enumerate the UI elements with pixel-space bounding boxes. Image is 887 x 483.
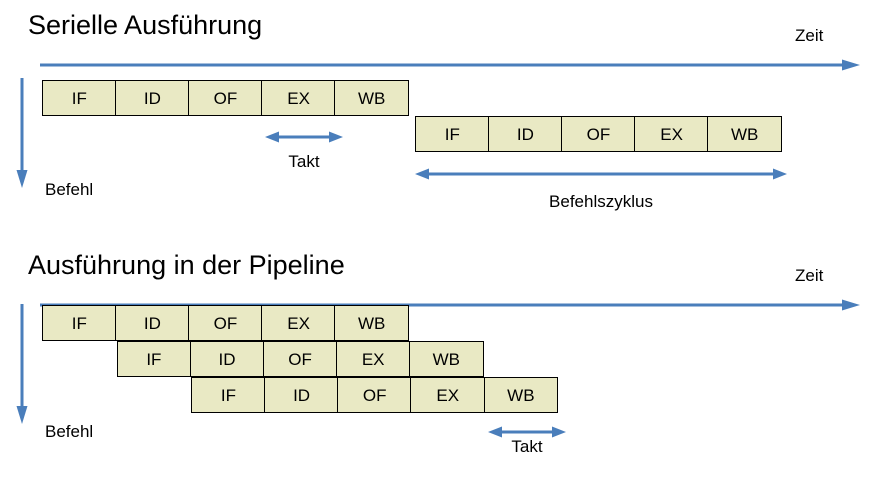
stage-box[interactable]: IF — [415, 116, 490, 152]
stage-box[interactable]: WB — [483, 377, 559, 413]
page-title-pipeline: Ausführung in der Pipeline — [28, 250, 345, 280]
section-ausfuehrung-in-der-pipeline: Ausführung in der Pipeline Zeit Befehl I… — [0, 240, 887, 483]
stage-box[interactable]: OF — [188, 80, 263, 116]
stage-box[interactable]: WB — [334, 80, 409, 116]
stage-box[interactable]: WB — [334, 305, 409, 341]
stage-box[interactable]: ID — [115, 305, 190, 341]
stage-box[interactable]: ID — [264, 377, 339, 413]
instruction-row: IF ID OF EX WB — [415, 116, 782, 152]
instruction-row: IF ID OF EX WB — [42, 305, 409, 341]
section-serielle-ausfuehrung: Serielle Ausführung Zeit Befehl IF ID OF… — [0, 0, 887, 240]
stage-box[interactable]: EX — [261, 305, 336, 341]
takt-measure-arrow-serial — [265, 130, 343, 144]
stage-box[interactable]: WB — [408, 341, 484, 377]
stage-box[interactable]: EX — [261, 80, 336, 116]
stage-box[interactable]: ID — [115, 80, 190, 116]
instruction-row: IF ID OF EX WB — [42, 80, 409, 116]
stage-box[interactable]: IF — [42, 305, 117, 341]
befehlszyklus-measure-label: Befehlszyklus — [549, 192, 653, 211]
stage-box[interactable]: IF — [191, 377, 266, 413]
takt-measure-arrow-pipeline — [488, 425, 566, 439]
instruction-row: IF ID OF EX WB — [116, 341, 484, 377]
takt-measure-label-pipeline: Takt — [511, 437, 543, 456]
befehl-axis-arrow-serial — [14, 78, 30, 188]
stage-box[interactable]: EX — [634, 116, 709, 152]
stage-box[interactable]: OF — [337, 377, 412, 413]
befehl-axis-label-serial: Befehl — [45, 180, 94, 199]
time-axis-label-serial: Zeit — [795, 26, 824, 45]
stage-box[interactable]: ID — [488, 116, 563, 152]
stage-box[interactable]: IF — [116, 341, 192, 377]
stage-box[interactable]: OF — [188, 305, 263, 341]
instruction-row: IF ID OF EX WB — [191, 377, 559, 413]
page-title-serial: Serielle Ausführung — [28, 10, 263, 40]
time-axis-arrow-serial — [40, 58, 860, 72]
stage-box[interactable]: OF — [561, 116, 636, 152]
befehl-axis-arrow-pipeline — [14, 304, 30, 424]
stage-box[interactable]: EX — [335, 341, 411, 377]
time-axis-label-pipeline: Zeit — [795, 266, 824, 285]
befehlszyklus-measure-arrow — [415, 167, 787, 181]
stage-box[interactable]: EX — [410, 377, 486, 413]
stage-box[interactable]: OF — [262, 341, 338, 377]
befehl-axis-label-pipeline: Befehl — [45, 422, 94, 441]
takt-measure-label-serial: Takt — [288, 152, 320, 171]
stage-box[interactable]: IF — [42, 80, 117, 116]
stage-box[interactable]: ID — [189, 341, 265, 377]
stage-box[interactable]: WB — [707, 116, 782, 152]
